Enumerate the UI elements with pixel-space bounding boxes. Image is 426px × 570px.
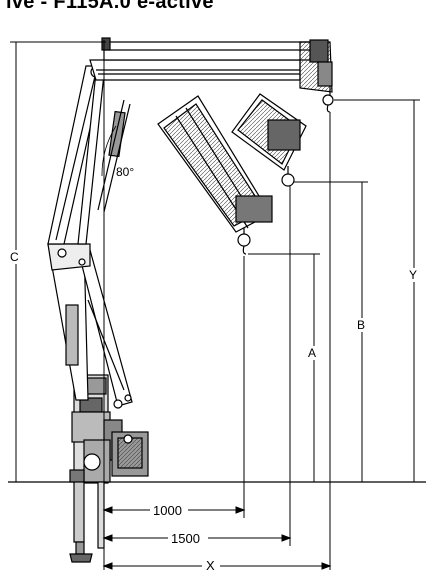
angle-arc: [101, 125, 117, 177]
label-1500: 1500: [171, 531, 200, 546]
label-b: B: [357, 318, 365, 332]
crane-column: [47, 243, 133, 409]
outer-boom-angled-high: [231, 93, 307, 187]
page-title: ive - F115A.0 e-active: [6, 0, 214, 13]
height-dimension-labels: C Y B A: [9, 250, 421, 360]
crane-base: [69, 374, 149, 563]
label-y: Y: [409, 268, 417, 282]
label-c: C: [10, 250, 19, 264]
reach-dimension-labels: 1000 1500 X: [150, 502, 220, 570]
angle-label: 80°: [116, 165, 134, 179]
reach-reference-lines: [243, 112, 331, 570]
label-a: A: [308, 346, 316, 360]
inner-boom: [47, 65, 131, 245]
label-x: X: [206, 558, 215, 570]
outer-boom-horizontal: [89, 37, 334, 113]
label-1000: 1000: [153, 503, 182, 518]
outer-boom-angled-low: [157, 95, 273, 255]
